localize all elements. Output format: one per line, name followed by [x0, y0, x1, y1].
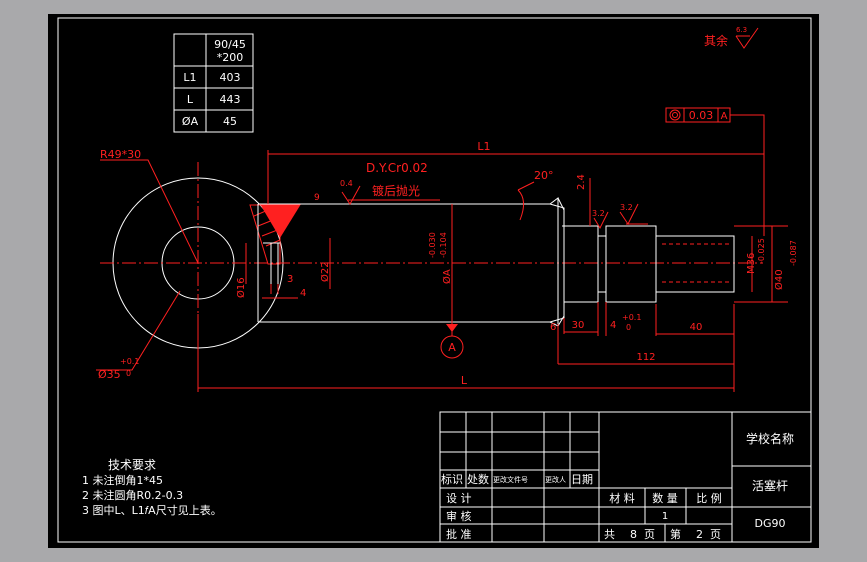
rest-roughness-symbol: 其余 6.3 [704, 26, 759, 49]
sheet-unit: 页 [710, 528, 721, 541]
quantity-value: 1 [662, 511, 668, 522]
sheet-label: 第 [670, 527, 681, 541]
parameter-table: 90/45 *200 L1 403 L 443 ØA 45 [173, 33, 254, 133]
dim-m36: M36 [746, 253, 757, 274]
total-value: 8 [630, 528, 637, 541]
eye-bore-label: Ø35 [98, 368, 121, 381]
dimension-lines: L1 L D.Y.Cr0.02 镀后抛光 0.4 9 20° 2.4 3.2 3… [197, 140, 798, 392]
dim-3: 3 [287, 274, 293, 285]
material-label: 材 料 [609, 491, 635, 505]
param-header-line2: *200 [217, 51, 244, 64]
tech-req-title: 技术要求 [108, 458, 156, 472]
param-name-l1: L1 [183, 71, 196, 84]
polish-note: 镀后抛光 [372, 183, 420, 198]
rev-header-count: 处数 [467, 473, 489, 486]
dim-l1: L1 [477, 140, 490, 153]
plating-note: D.Y.Cr0.02 [366, 161, 428, 175]
approve-label: 批 准 [446, 527, 472, 541]
engineering-drawing: 90/45 *200 L1 403 L 443 ØA 45 其余 6.3 0.0… [57, 17, 812, 543]
dim-d40-tol-up: -0.025 [757, 238, 766, 264]
rod-eye-end: R49*30 Ø35 +0.1 0 [96, 148, 763, 381]
roughness-3-2b: 3.2 [620, 203, 633, 212]
dim-4: 4 [300, 288, 306, 299]
tolerance-datum: A [721, 111, 728, 122]
dim-9: 9 [314, 193, 320, 203]
technical-requirements: 技术要求 1 未注倒角1*45 2 未注圆角R0.2-0.3 3 图中L、L1𝑓… [82, 458, 222, 517]
tech-req-item-1: 1 未注倒角1*45 [82, 473, 163, 487]
dim-2-4: 2.4 [576, 174, 587, 190]
param-name-da: ØA [182, 115, 199, 128]
tolerance-value: 0.03 [689, 109, 714, 122]
design-label: 设 计 [446, 492, 472, 505]
rev-header-date: 日期 [571, 473, 593, 486]
tech-req-item-3: 3 图中L、L1𝑓A尺寸见上表。 [82, 503, 222, 517]
rest-roughness-label: 其余 [704, 33, 728, 48]
concentricity-tolerance-frame: 0.03 A [665, 107, 765, 226]
param-header-line1: 90/45 [214, 38, 246, 51]
dim-4b-tol-low: 0 [626, 323, 631, 332]
dim-da: ØA [441, 269, 453, 284]
param-value-da: 45 [223, 115, 237, 128]
dim-6: 6 [550, 322, 556, 333]
rev-header-person: 更改人 [545, 475, 566, 484]
check-label: 审 核 [446, 509, 472, 523]
eye-bore-tol-low: 0 [126, 369, 131, 378]
scale-label: 比 例 [696, 491, 722, 505]
dim-112: 112 [636, 352, 655, 363]
param-value-l: 443 [220, 93, 241, 106]
total-unit: 页 [644, 528, 655, 541]
eye-bore-tol-up: +0.1 [120, 357, 139, 366]
rest-roughness-value: 6.3 [736, 26, 747, 34]
part-name: 活塞杆 [752, 478, 788, 493]
drawing-number: DG90 [755, 517, 786, 530]
param-value-l1: 403 [220, 71, 241, 84]
school-name: 学校名称 [746, 431, 794, 446]
dim-d40-tol-low: -0.087 [789, 240, 798, 266]
param-name-l: L [187, 93, 194, 106]
piston-rod-body [257, 197, 735, 327]
dim-da-tol-low: -0.104 [439, 232, 448, 258]
dim-30: 30 [572, 320, 585, 331]
dim-40-length: 40 [690, 322, 703, 333]
dim-4b: 4 [610, 320, 616, 331]
eye-radius-label: R49*30 [100, 148, 141, 161]
drawing-canvas[interactable]: 90/45 *200 L1 403 L 443 ØA 45 其余 6.3 0.0… [48, 14, 819, 548]
tech-req-item-2: 2 未注圆角R0.2-0.3 [82, 488, 183, 502]
dim-l: L [461, 374, 468, 387]
dim-d40: Ø40 [773, 269, 785, 290]
dim-4b-tol-up: +0.1 [622, 313, 641, 322]
weld-symbol [260, 204, 301, 238]
datum-a-label: A [448, 341, 456, 354]
roughness-0-4: 0.4 [340, 179, 353, 188]
rev-header-mark: 标识 [441, 472, 463, 486]
dim-angle: 20° [534, 169, 554, 182]
rev-header-doc: 更改文件号 [493, 475, 528, 484]
dim-d22: Ø22 [319, 261, 331, 282]
sheet-value: 2 [696, 528, 703, 541]
dim-d16: Ø16 [235, 277, 247, 298]
quantity-label: 数 量 [652, 492, 678, 505]
title-block: 标识 处数 更改文件号 更改人 日期 设 计 审 核 批 准 材 料 数 量 比… [439, 411, 812, 543]
drawing-frame [57, 17, 812, 543]
dim-da-tol-up: -0.030 [428, 232, 437, 258]
total-label: 共 [604, 528, 615, 541]
roughness-3-2a: 3.2 [592, 209, 605, 218]
